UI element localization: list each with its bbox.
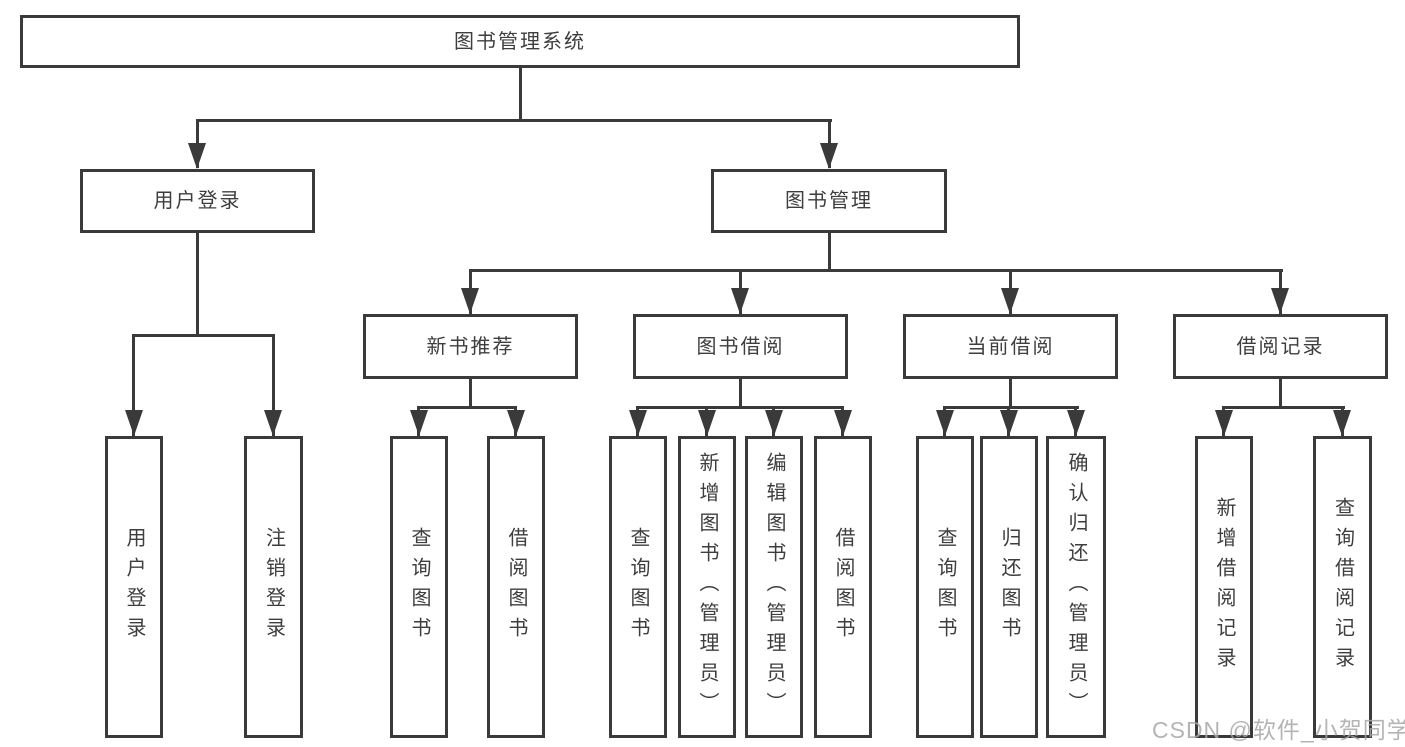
arrowhead-down-icon xyxy=(1215,410,1233,436)
leaf-query-borrow-record: 查询借阅记录 xyxy=(1313,436,1372,738)
connector-line xyxy=(1279,379,1282,408)
leaf-add-books-admin: 新增图书（管理员） xyxy=(678,436,736,738)
leaf-query-books-2: 查询图书 xyxy=(609,436,667,738)
leaf-user-login: 用户登录 xyxy=(105,436,163,738)
leaf-add-borrow-record: 新增借阅记录 xyxy=(1195,436,1253,738)
arrowhead-down-icon xyxy=(731,288,749,314)
node-user-login: 用户登录 xyxy=(80,169,315,233)
arrowhead-down-icon xyxy=(461,288,479,314)
node-label: 借阅图书 xyxy=(832,527,854,647)
leaf-query-books-1: 查询图书 xyxy=(390,436,448,738)
node-label: 编辑图书（管理员） xyxy=(763,452,785,722)
connector-line xyxy=(417,406,517,409)
connector-line xyxy=(196,233,199,336)
arrowhead-down-icon xyxy=(125,410,143,436)
connector-line xyxy=(469,269,1283,272)
node-label: 新增借阅记录 xyxy=(1213,497,1235,677)
node-label: 归还图书 xyxy=(998,527,1020,647)
leaf-return-books: 归还图书 xyxy=(980,436,1038,738)
connector-line xyxy=(1222,406,1345,409)
connector-line xyxy=(132,334,275,337)
arrowhead-down-icon xyxy=(698,410,716,436)
csdn-watermark: CSDN @软件_小贺同学 xyxy=(1152,717,1405,743)
leaf-borrow-books-1: 借阅图书 xyxy=(487,436,545,738)
leaf-query-books-3: 查询图书 xyxy=(916,436,974,738)
node-label: 当前借阅 xyxy=(966,335,1055,358)
node-label: 图书管理系统 xyxy=(454,30,586,53)
arrowhead-down-icon xyxy=(820,143,838,169)
connector-line xyxy=(739,379,742,408)
arrowhead-down-icon xyxy=(1067,410,1085,436)
arrowhead-down-icon xyxy=(1271,288,1289,314)
arrowhead-down-icon xyxy=(1000,410,1018,436)
arrowhead-down-icon xyxy=(1333,410,1351,436)
node-new-book-recommend: 新书推荐 xyxy=(363,314,578,379)
node-label: 用户登录 xyxy=(123,527,145,647)
connector-line xyxy=(828,233,831,272)
arrowhead-down-icon xyxy=(264,410,282,436)
connector-line xyxy=(469,379,472,408)
arrowhead-down-icon xyxy=(629,410,647,436)
connector-line xyxy=(272,336,275,436)
connector-line xyxy=(1009,379,1012,408)
leaf-logout: 注销登录 xyxy=(244,436,303,738)
connector-line xyxy=(943,406,1079,409)
node-book-management: 图书管理 xyxy=(711,169,947,233)
arrowhead-down-icon xyxy=(1001,288,1019,314)
node-label: 用户登录 xyxy=(153,190,242,212)
node-label: 借阅图书 xyxy=(505,527,527,647)
node-current-borrowing: 当前借阅 xyxy=(903,314,1118,379)
connector-line xyxy=(196,119,832,122)
connector-line xyxy=(132,336,135,436)
leaf-confirm-return-admin: 确认归还（管理员） xyxy=(1046,436,1106,738)
connector-line xyxy=(519,68,522,122)
arrowhead-down-icon xyxy=(410,410,428,436)
leaf-borrow-books-2: 借阅图书 xyxy=(814,436,872,738)
node-label: 查询图书 xyxy=(408,527,430,647)
arrowhead-down-icon xyxy=(188,143,206,169)
node-label: 借阅记录 xyxy=(1236,335,1325,358)
node-label: 确认归还（管理员） xyxy=(1065,452,1087,722)
arrowhead-down-icon xyxy=(765,410,783,436)
arrowhead-down-icon xyxy=(507,410,525,436)
node-book-borrowing: 图书借阅 xyxy=(633,314,848,379)
connector-line xyxy=(636,406,844,409)
node-label: 注销登录 xyxy=(262,527,285,647)
arrowhead-down-icon xyxy=(936,410,954,436)
node-label: 查询图书 xyxy=(934,527,956,647)
node-label: 图书借阅 xyxy=(696,335,785,358)
node-label: 新书推荐 xyxy=(426,335,515,358)
node-label: 查询图书 xyxy=(627,527,649,647)
node-label: 图书管理 xyxy=(785,190,873,212)
node-label: 查询借阅记录 xyxy=(1331,497,1354,677)
leaf-edit-books-admin: 编辑图书（管理员） xyxy=(745,436,803,738)
node-root: 图书管理系统 xyxy=(20,15,1020,68)
arrowhead-down-icon xyxy=(834,410,852,436)
node-label: 新增图书（管理员） xyxy=(696,452,718,722)
node-borrowing-records: 借阅记录 xyxy=(1173,314,1388,379)
